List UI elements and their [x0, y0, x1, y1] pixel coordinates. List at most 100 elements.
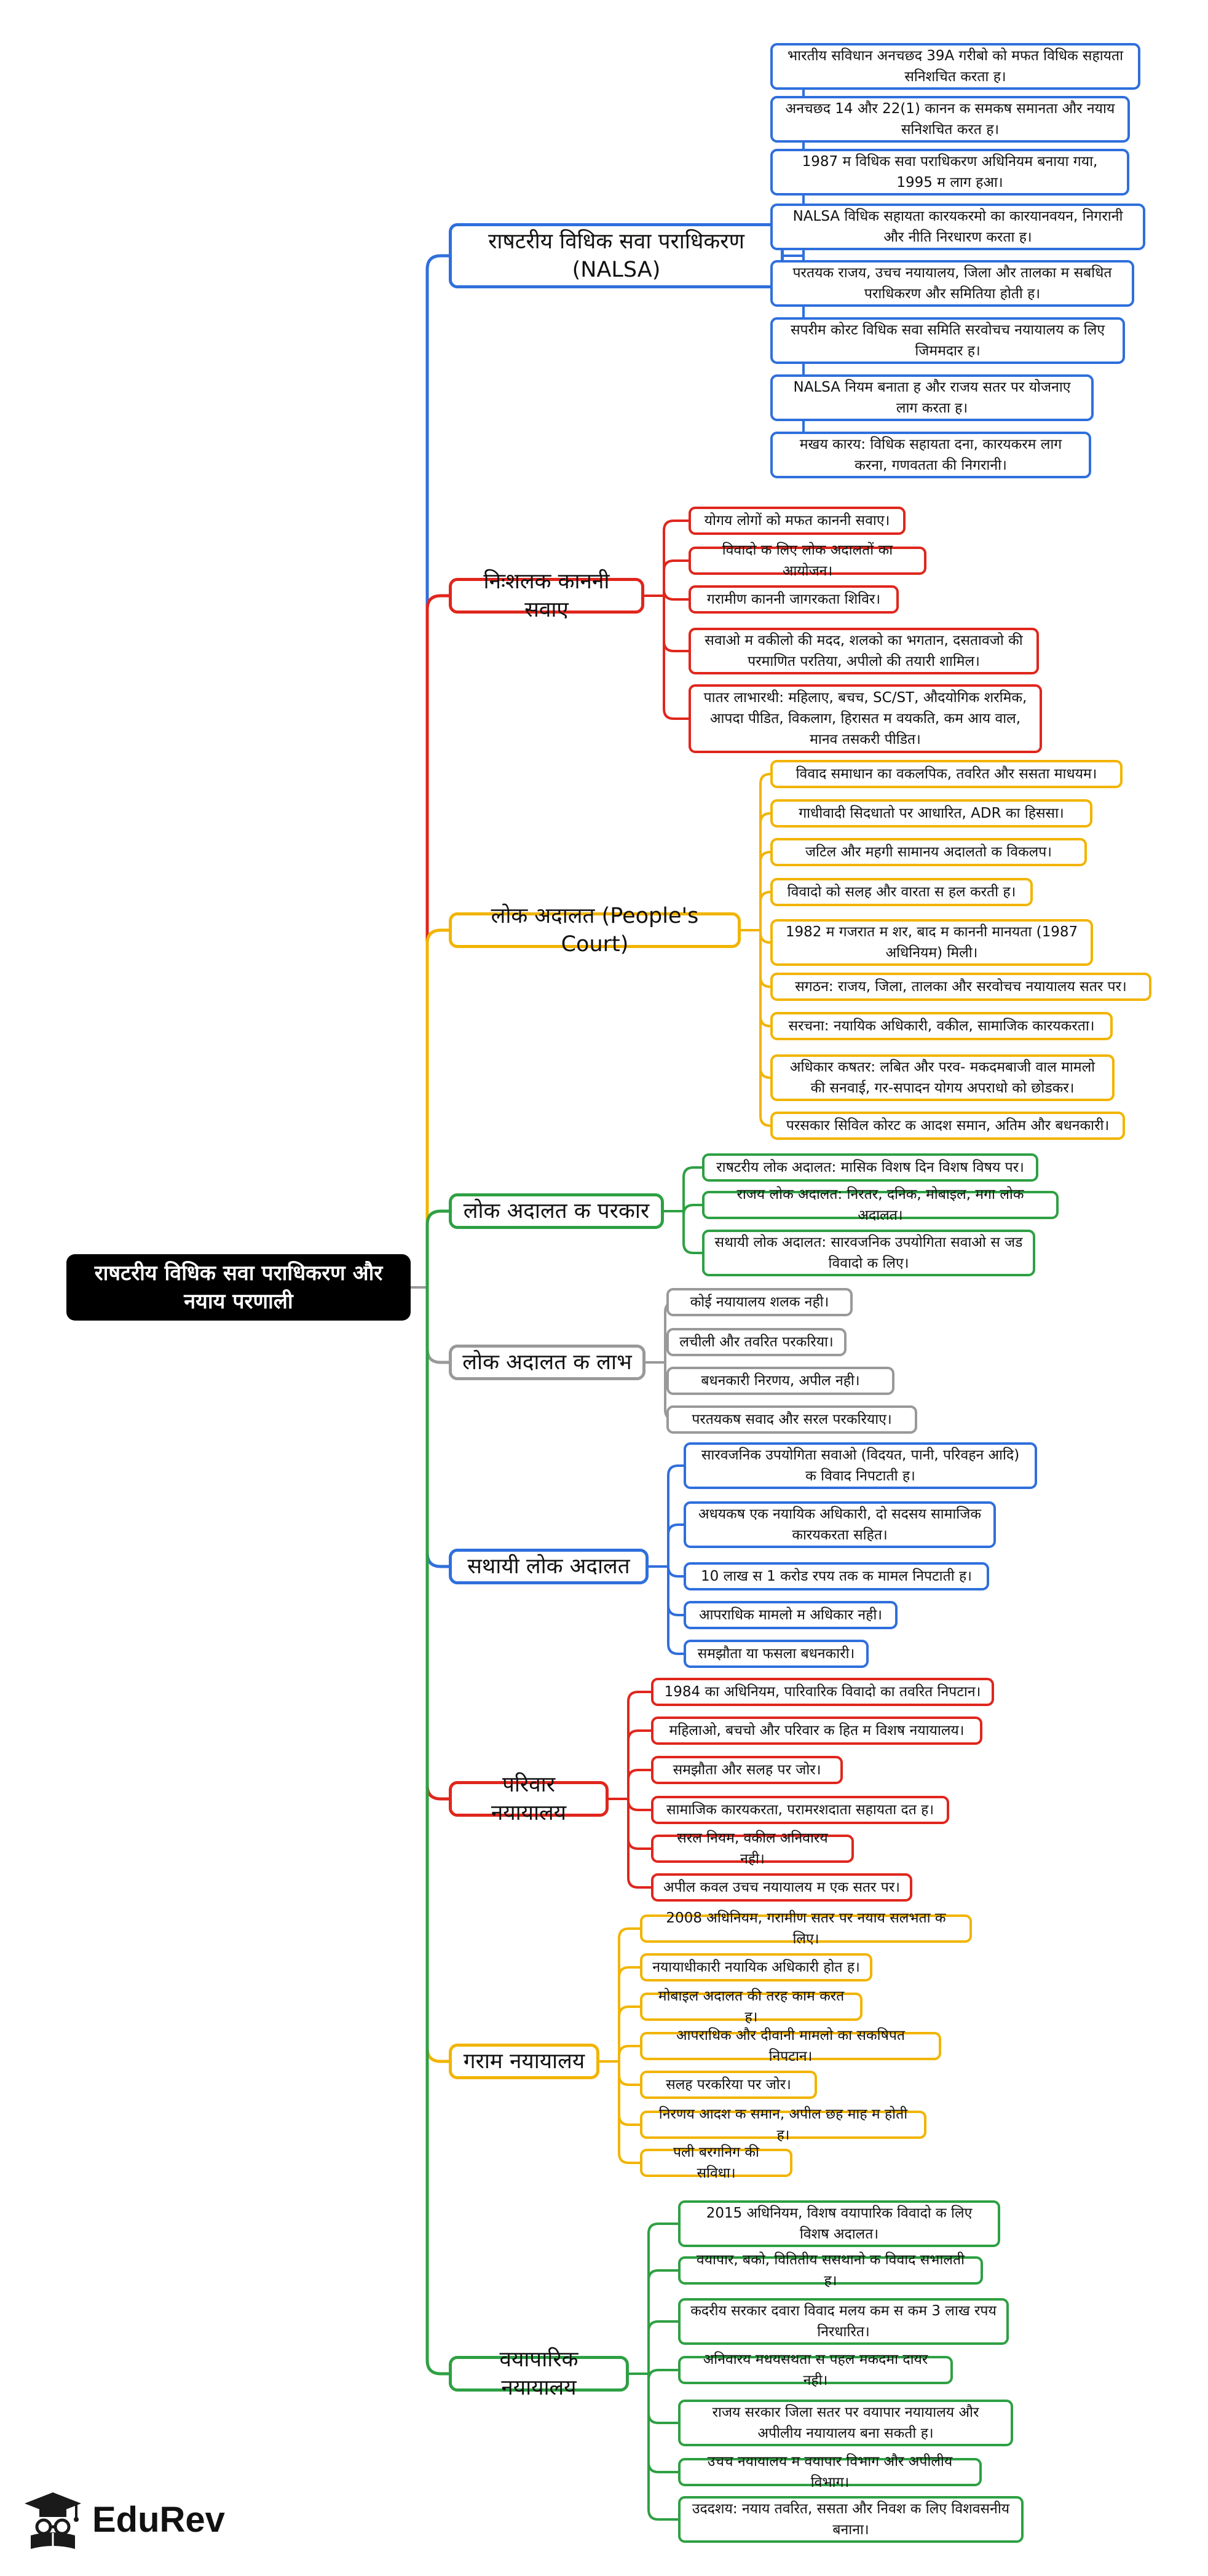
- leaf-node-4-1: लचीली और तवरित परकरिया।: [666, 1328, 847, 1356]
- trunk-link-6: [425, 1287, 449, 1801]
- branch-node-0: राषटरीय विधिक सवा पराधिकरण (NALSA): [449, 223, 784, 288]
- leaf-link-7-3: [599, 2045, 640, 2063]
- leaf-node-5-4: समझौता या फसला बधनकारी।: [684, 1640, 869, 1668]
- leaf-link-7-2: [599, 2005, 640, 2063]
- branch-node-2: लोक अदालत (People's Court): [449, 904, 741, 957]
- leaf-node-7-0: 2008 अधिनियम, गरामीण सतर पर नयाय सलभता क…: [640, 1910, 972, 1947]
- leaf-node-5-0: सारवजनिक उपयोगिता सवाओ (विदयत, पानी, परि…: [684, 1442, 1037, 1489]
- leaf-node-6-2: समझौता और सलह पर जोर।: [651, 1756, 843, 1784]
- leaf-node-0-6: NALSA नियम बनाता ह और राजय सतर पर योजनाए…: [770, 374, 1094, 421]
- leaf-node-0-0: भारतीय सविधान अनचछद 39A गरीबो को मफत विध…: [770, 43, 1140, 90]
- leaf-node-8-5: उचच नयायालय म वयापार विभाग और अपीलीय विभ…: [678, 2454, 982, 2491]
- leaf-node-1-2: गरामीण काननी जागरकता शिविर।: [689, 585, 899, 614]
- leaf-link-1-3: [644, 595, 689, 652]
- leaf-node-4-2: बधनकारी निरणय, अपील नही।: [666, 1367, 894, 1395]
- leaf-node-2-1: गाधीवादी सिदधातो पर आधारित, ADR का हिससा…: [770, 799, 1092, 828]
- leaf-link-5-3: [649, 1565, 684, 1616]
- leaf-node-0-5: सपरीम कोरट विधिक सवा समिति सरवोचच नयायाल…: [770, 317, 1125, 364]
- branch-node-5: सथायी लोक अदालत: [449, 1549, 649, 1584]
- leaf-link-6-0: [609, 1691, 651, 1800]
- leaf-node-8-1: वयापार, बको, वितितीय ससथानो क विवाद सभाल…: [678, 2252, 983, 2289]
- leaf-link-2-4: [741, 929, 771, 944]
- root-node: राषटरीय विधिक सवा पराधिकरण और नयाय परणाल…: [66, 1254, 411, 1321]
- leaf-node-2-4: 1982 म गजरात म शर, बाद म काननी मानयता (1…: [770, 919, 1093, 966]
- leaf-node-7-3: आपराधिक और दीवानी मामलो का सकषिपत निपटान…: [640, 2028, 941, 2064]
- leaf-node-0-4: परतयक राजय, उचच नयायालय, जिला और तालका म…: [770, 260, 1134, 307]
- leaf-node-7-5: निरणय आदश क समान, अपील छह माह म होती ह।: [640, 2106, 926, 2143]
- trunk-link-1: [425, 594, 449, 1287]
- branch-node-6: परिवार नयायालय: [449, 1772, 609, 1825]
- leaf-link-2-5: [741, 929, 771, 988]
- leaf-node-0-1: अनचछद 14 और 22(1) कानन क समकष समानता और …: [770, 96, 1130, 143]
- leaf-link-5-0: [649, 1464, 684, 1568]
- leaf-link-8-3: [629, 2369, 678, 2380]
- leaf-node-7-6: पली बरगनिग की सविधा।: [640, 2144, 792, 2181]
- leaf-link-1-4: [644, 595, 689, 720]
- leaf-node-2-5: सगठन: राजय, जिला, तालका और सरवोचच नयायाल…: [770, 973, 1151, 1001]
- leaf-link-7-5: [599, 2060, 640, 2126]
- leaf-node-0-2: 1987 म विधिक सवा पराधिकरण अधिनियम बनाया …: [770, 149, 1129, 196]
- leaf-node-1-0: योगय लोगों को मफत काननी सवाए।: [689, 507, 906, 535]
- leaf-node-8-3: अनिवारय मधयसथता स पहल मकदमा दायर नही।: [678, 2352, 953, 2388]
- leaf-node-1-3: सवाओ म वकीलो की मदद, शलको का भगतान, दसता…: [689, 628, 1039, 674]
- leaf-node-7-2: मोबाइल अदालत की तरह काम करत ह।: [640, 1988, 863, 2025]
- leaf-link-7-6: [599, 2060, 640, 2164]
- trunk-link-7: [425, 1287, 449, 2063]
- leaf-link-5-2: [649, 1565, 684, 1578]
- leaf-node-2-7: अधिकार कषतर: लबित और परव- मकदमबाजी वाल म…: [770, 1054, 1115, 1101]
- leaf-link-2-1: [741, 812, 771, 931]
- branch-node-4: लोक अदालत क लाभ: [449, 1345, 645, 1380]
- leaf-node-6-0: 1984 का अधिनियम, पारिवारिक विवादो का तवर…: [651, 1678, 994, 1706]
- branch-node-7: गराम नयायालय: [449, 2044, 599, 2079]
- leaf-node-8-0: 2015 अधिनियम, विशष वयापारिक विवादो क लिए…: [678, 2200, 1000, 2247]
- leaf-node-8-2: कदरीय सरकार दवारा विवाद मलय कम स कम 3 ला…: [678, 2298, 1009, 2345]
- leaf-node-8-4: राजय सरकार जिला सतर पर वयापार नयायालय और…: [678, 2400, 1013, 2446]
- leaf-link-5-4: [649, 1565, 684, 1655]
- leaf-link-8-0: [629, 2222, 678, 2375]
- trunk-link-0: [425, 254, 449, 1287]
- leaf-link-7-4: [599, 2060, 640, 2086]
- leaf-node-4-3: परतयकष सवाद और सरल परकरियाए।: [666, 1405, 917, 1434]
- leaf-node-4-0: कोई नयायालय शलक नही।: [666, 1288, 853, 1316]
- leaf-link-2-3: [741, 891, 771, 931]
- leaf-link-2-7: [741, 929, 771, 1079]
- leaf-link-6-3: [609, 1798, 651, 1811]
- leaf-node-1-4: पातर लाभारथी: महिलाए, बचच, SC/ST, औदयोगि…: [689, 684, 1042, 753]
- leaf-node-8-6: उददशय: नयाय तवरित, ससता और निवश क लिए वि…: [678, 2496, 1024, 2543]
- leaf-node-3-2: सथायी लोक अदालत: सारवजनिक उपयोगिता सवाओ …: [702, 1230, 1035, 1276]
- leaf-link-1-0: [644, 520, 689, 597]
- leaf-node-3-0: राषटरीय लोक अदालत: मासिक विशष दिन विशष व…: [702, 1153, 1038, 1182]
- leaf-node-6-5: अपील कवल उचच नयायालय म एक सतर पर।: [651, 1873, 912, 1902]
- leaf-node-6-4: सरल नियम, वकील अनिवारय नही।: [651, 1830, 854, 1867]
- leaf-node-2-0: विवाद समाधान का वकलपिक, तवरित और ससता मा…: [770, 760, 1123, 788]
- leaf-node-1-1: विवादो क लिए लोक अदालतों का आयोजन।: [689, 542, 926, 579]
- trunk-link-5: [425, 1287, 449, 1568]
- leaf-node-6-1: महिलाओ, बचचो और परिवार क हित म विशष नयाय…: [651, 1717, 982, 1745]
- branch-node-3: लोक अदालत क परकार: [449, 1193, 664, 1229]
- leaf-node-7-4: सलह परकरिया पर जोर।: [640, 2071, 817, 2099]
- trunk-link-8: [425, 1287, 449, 2376]
- leaf-node-0-3: NALSA विधिक सहायता कारयकरमो का कारयानवयन…: [770, 203, 1145, 250]
- leaf-link-1-2: [644, 589, 689, 601]
- leaf-link-3-0: [664, 1166, 702, 1212]
- leaf-node-3-1: राजय लोक अदालत: निरतर, दनिक, मोबाइल, मगा…: [702, 1187, 1059, 1223]
- leaf-link-5-1: [649, 1523, 684, 1568]
- leaf-link-7-0: [599, 1927, 640, 2063]
- leaf-link-6-5: [609, 1798, 651, 1889]
- leaf-link-6-4: [609, 1798, 651, 1850]
- leaf-link-1-1: [644, 559, 689, 597]
- branch-node-8: वयापारिक नयायालय: [449, 2347, 629, 2400]
- branch-node-1: निःशलक काननी सवाए: [449, 569, 644, 622]
- leaf-link-8-1: [629, 2269, 678, 2375]
- edurev-logo: EduRev: [22, 2489, 243, 2550]
- brand-name: EduRev: [92, 2499, 225, 2540]
- leaf-link-2-0: [741, 773, 771, 931]
- trunk-link-3: [425, 1209, 449, 1287]
- leaf-node-0-7: मखय कारय: विधिक सहायता दना, कारयकरम लाग …: [770, 432, 1091, 478]
- graduation-cap-reader-icon: [25, 2492, 81, 2549]
- leaf-node-2-8: परसकार सिविल कोरट क आदश समान, अतिम और बध…: [770, 1112, 1125, 1140]
- leaf-link-8-2: [629, 2320, 678, 2375]
- leaf-node-5-1: अधयकष एक नयायिक अधिकारी, दो सदसय सामाजिक…: [684, 1501, 996, 1548]
- leaf-link-8-6: [629, 2373, 678, 2521]
- leaf-node-7-1: नयायाधीकारी नयायिक अधिकारी होत ह।: [640, 1953, 872, 1981]
